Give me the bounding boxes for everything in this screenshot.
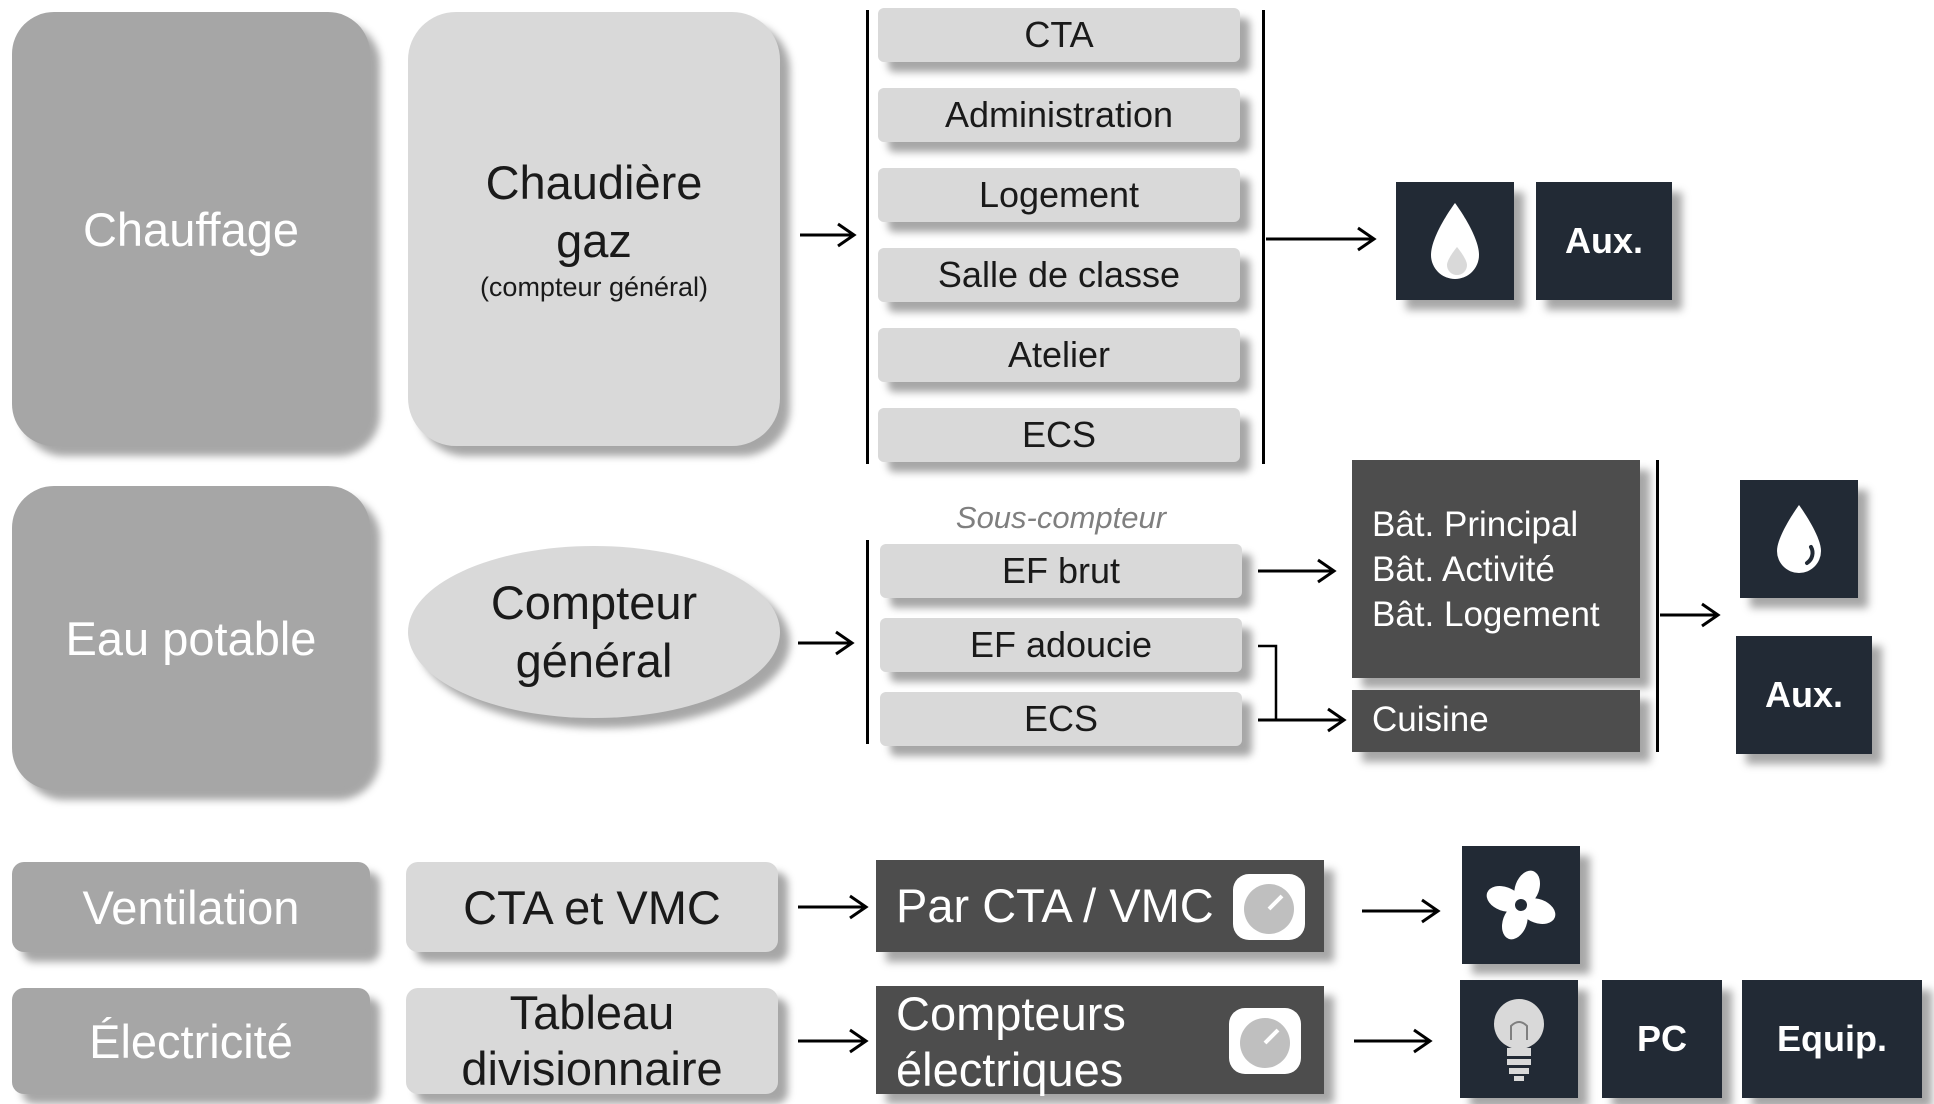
- stopwatch-icon: [1229, 1008, 1301, 1074]
- meter-compteurs-line1: Compteurs: [896, 987, 1126, 1040]
- source-cta-vmc-label: CTA et VMC: [463, 880, 721, 934]
- aux-eau-label: Aux.: [1764, 674, 1843, 715]
- equip-tile: Equip.: [1742, 980, 1922, 1098]
- category-eau-potable: Eau potable: [12, 486, 370, 790]
- aux-tile-chauffage: Aux.: [1536, 182, 1672, 300]
- category-ventilation-label: Ventilation: [82, 880, 300, 934]
- source-tableau-line2: divisionnaire: [461, 1042, 723, 1095]
- meter-par-cta-vmc: Par CTA / VMC: [876, 860, 1324, 952]
- lightbulb-tile: [1460, 980, 1578, 1098]
- submeter-atelier: Atelier: [878, 328, 1240, 382]
- pc-tile: PC: [1602, 980, 1722, 1098]
- arrow-chauffage-to-outputs: [1266, 226, 1377, 252]
- source-tableau-divisionnaire: Tableau divisionnaire: [406, 986, 778, 1095]
- source-compteur-line2: général: [515, 634, 673, 687]
- water-drop-tile: [1740, 480, 1858, 598]
- submeter-salle-de-classe: Salle de classe: [878, 248, 1240, 302]
- submeter-logement-label: Logement: [978, 174, 1140, 215]
- submeter-ef-adoucie: EF adoucie: [880, 618, 1242, 672]
- category-electricite: Électricité: [12, 988, 370, 1094]
- connector-to-cuisine: [1258, 644, 1347, 733]
- bracket-left-chauffage: [866, 10, 869, 464]
- submeter-administration: Administration: [878, 88, 1240, 142]
- bracket-right-eau: [1656, 460, 1659, 752]
- submeter-ecs-label: ECS: [1021, 414, 1097, 455]
- category-ventilation: Ventilation: [12, 862, 370, 952]
- submeter-ecs-eau-label: ECS: [1023, 698, 1099, 739]
- submeter-logement: Logement: [878, 168, 1240, 222]
- kitchen-box: Cuisine: [1352, 690, 1640, 752]
- submeter-ef-brut: EF brut: [880, 544, 1242, 598]
- gas-drop-tile: [1396, 182, 1514, 300]
- arrow-eau-to-outputs: [1660, 602, 1721, 628]
- submeter-ef-brut-label: EF brut: [1001, 550, 1121, 591]
- equip-label: Equip.: [1777, 1018, 1887, 1059]
- submeter-ef-adoucie-label: EF adoucie: [969, 624, 1153, 665]
- submeter-cta-label: CTA: [1024, 14, 1094, 55]
- source-cta-vmc: CTA et VMC: [406, 862, 778, 952]
- building-logement: Bât. Logement: [1372, 595, 1600, 634]
- gas-drop-icon: [1431, 203, 1479, 279]
- category-eau-label: Eau potable: [65, 611, 317, 665]
- buildings-box: Bât. Principal Bât. Activité Bât. Logeme…: [1352, 460, 1640, 678]
- source-chaudiere-line1: Chaudière: [485, 156, 703, 209]
- source-chaudiere-gaz: Chaudière gaz (compteur général): [408, 12, 780, 446]
- bracket-right-chauffage: [1262, 10, 1265, 464]
- submeter-atelier-label: Atelier: [1007, 334, 1111, 375]
- source-chaudiere-note: (compteur général): [479, 272, 709, 302]
- source-tableau-line1: Tableau: [509, 986, 675, 1039]
- category-electricite-label: Électricité: [89, 1014, 293, 1068]
- fan-icon: [1486, 870, 1556, 940]
- arrow-electricite-to-outputs: [1354, 1028, 1433, 1054]
- water-drop-icon: [1777, 505, 1821, 573]
- kitchen-label: Cuisine: [1372, 700, 1489, 739]
- meter-compteurs-line2: électriques: [896, 1043, 1124, 1096]
- arrow-eau-to-submeters: [798, 630, 855, 656]
- fan-tile: [1462, 846, 1580, 964]
- source-chaudiere-line2: gaz: [556, 214, 632, 267]
- source-compteur-line1: Compteur: [490, 576, 698, 629]
- category-chauffage: Chauffage: [12, 12, 370, 446]
- building-principal: Bât. Principal: [1372, 505, 1579, 544]
- building-activite: Bât. Activité: [1372, 550, 1555, 589]
- aux-chauffage-label: Aux.: [1564, 220, 1643, 261]
- bracket-left-eau: [866, 540, 869, 744]
- sub-meter-caption: Sous-compteur: [878, 500, 1244, 542]
- source-compteur-general: Compteur général: [408, 546, 780, 718]
- submeter-ecs: ECS: [878, 408, 1240, 462]
- aux-tile-eau: Aux.: [1736, 636, 1872, 754]
- submeter-salle-de-classe-label: Salle de classe: [937, 254, 1181, 295]
- arrow-electricite-to-meter: [798, 1028, 869, 1054]
- lightbulb-icon: [1494, 999, 1544, 1081]
- arrow-ventilation-to-meter: [798, 894, 869, 920]
- submeter-administration-label: Administration: [944, 94, 1174, 135]
- pc-label: PC: [1636, 1018, 1687, 1059]
- arrow-ventilation-to-fan: [1362, 898, 1441, 924]
- arrow-chauffage-to-submeters: [800, 222, 857, 248]
- submeter-cta: CTA: [878, 8, 1240, 62]
- sub-meter-caption-text: Sous-compteur: [955, 500, 1167, 535]
- submeter-ecs-eau: ECS: [880, 692, 1242, 746]
- meter-compteurs-electriques: Compteurs électriques: [876, 986, 1324, 1096]
- meter-par-cta-vmc-label: Par CTA / VMC: [896, 879, 1214, 932]
- stopwatch-icon: [1233, 874, 1305, 940]
- arrow-ef-brut-to-buildings: [1258, 558, 1337, 584]
- category-chauffage-label: Chauffage: [82, 202, 300, 256]
